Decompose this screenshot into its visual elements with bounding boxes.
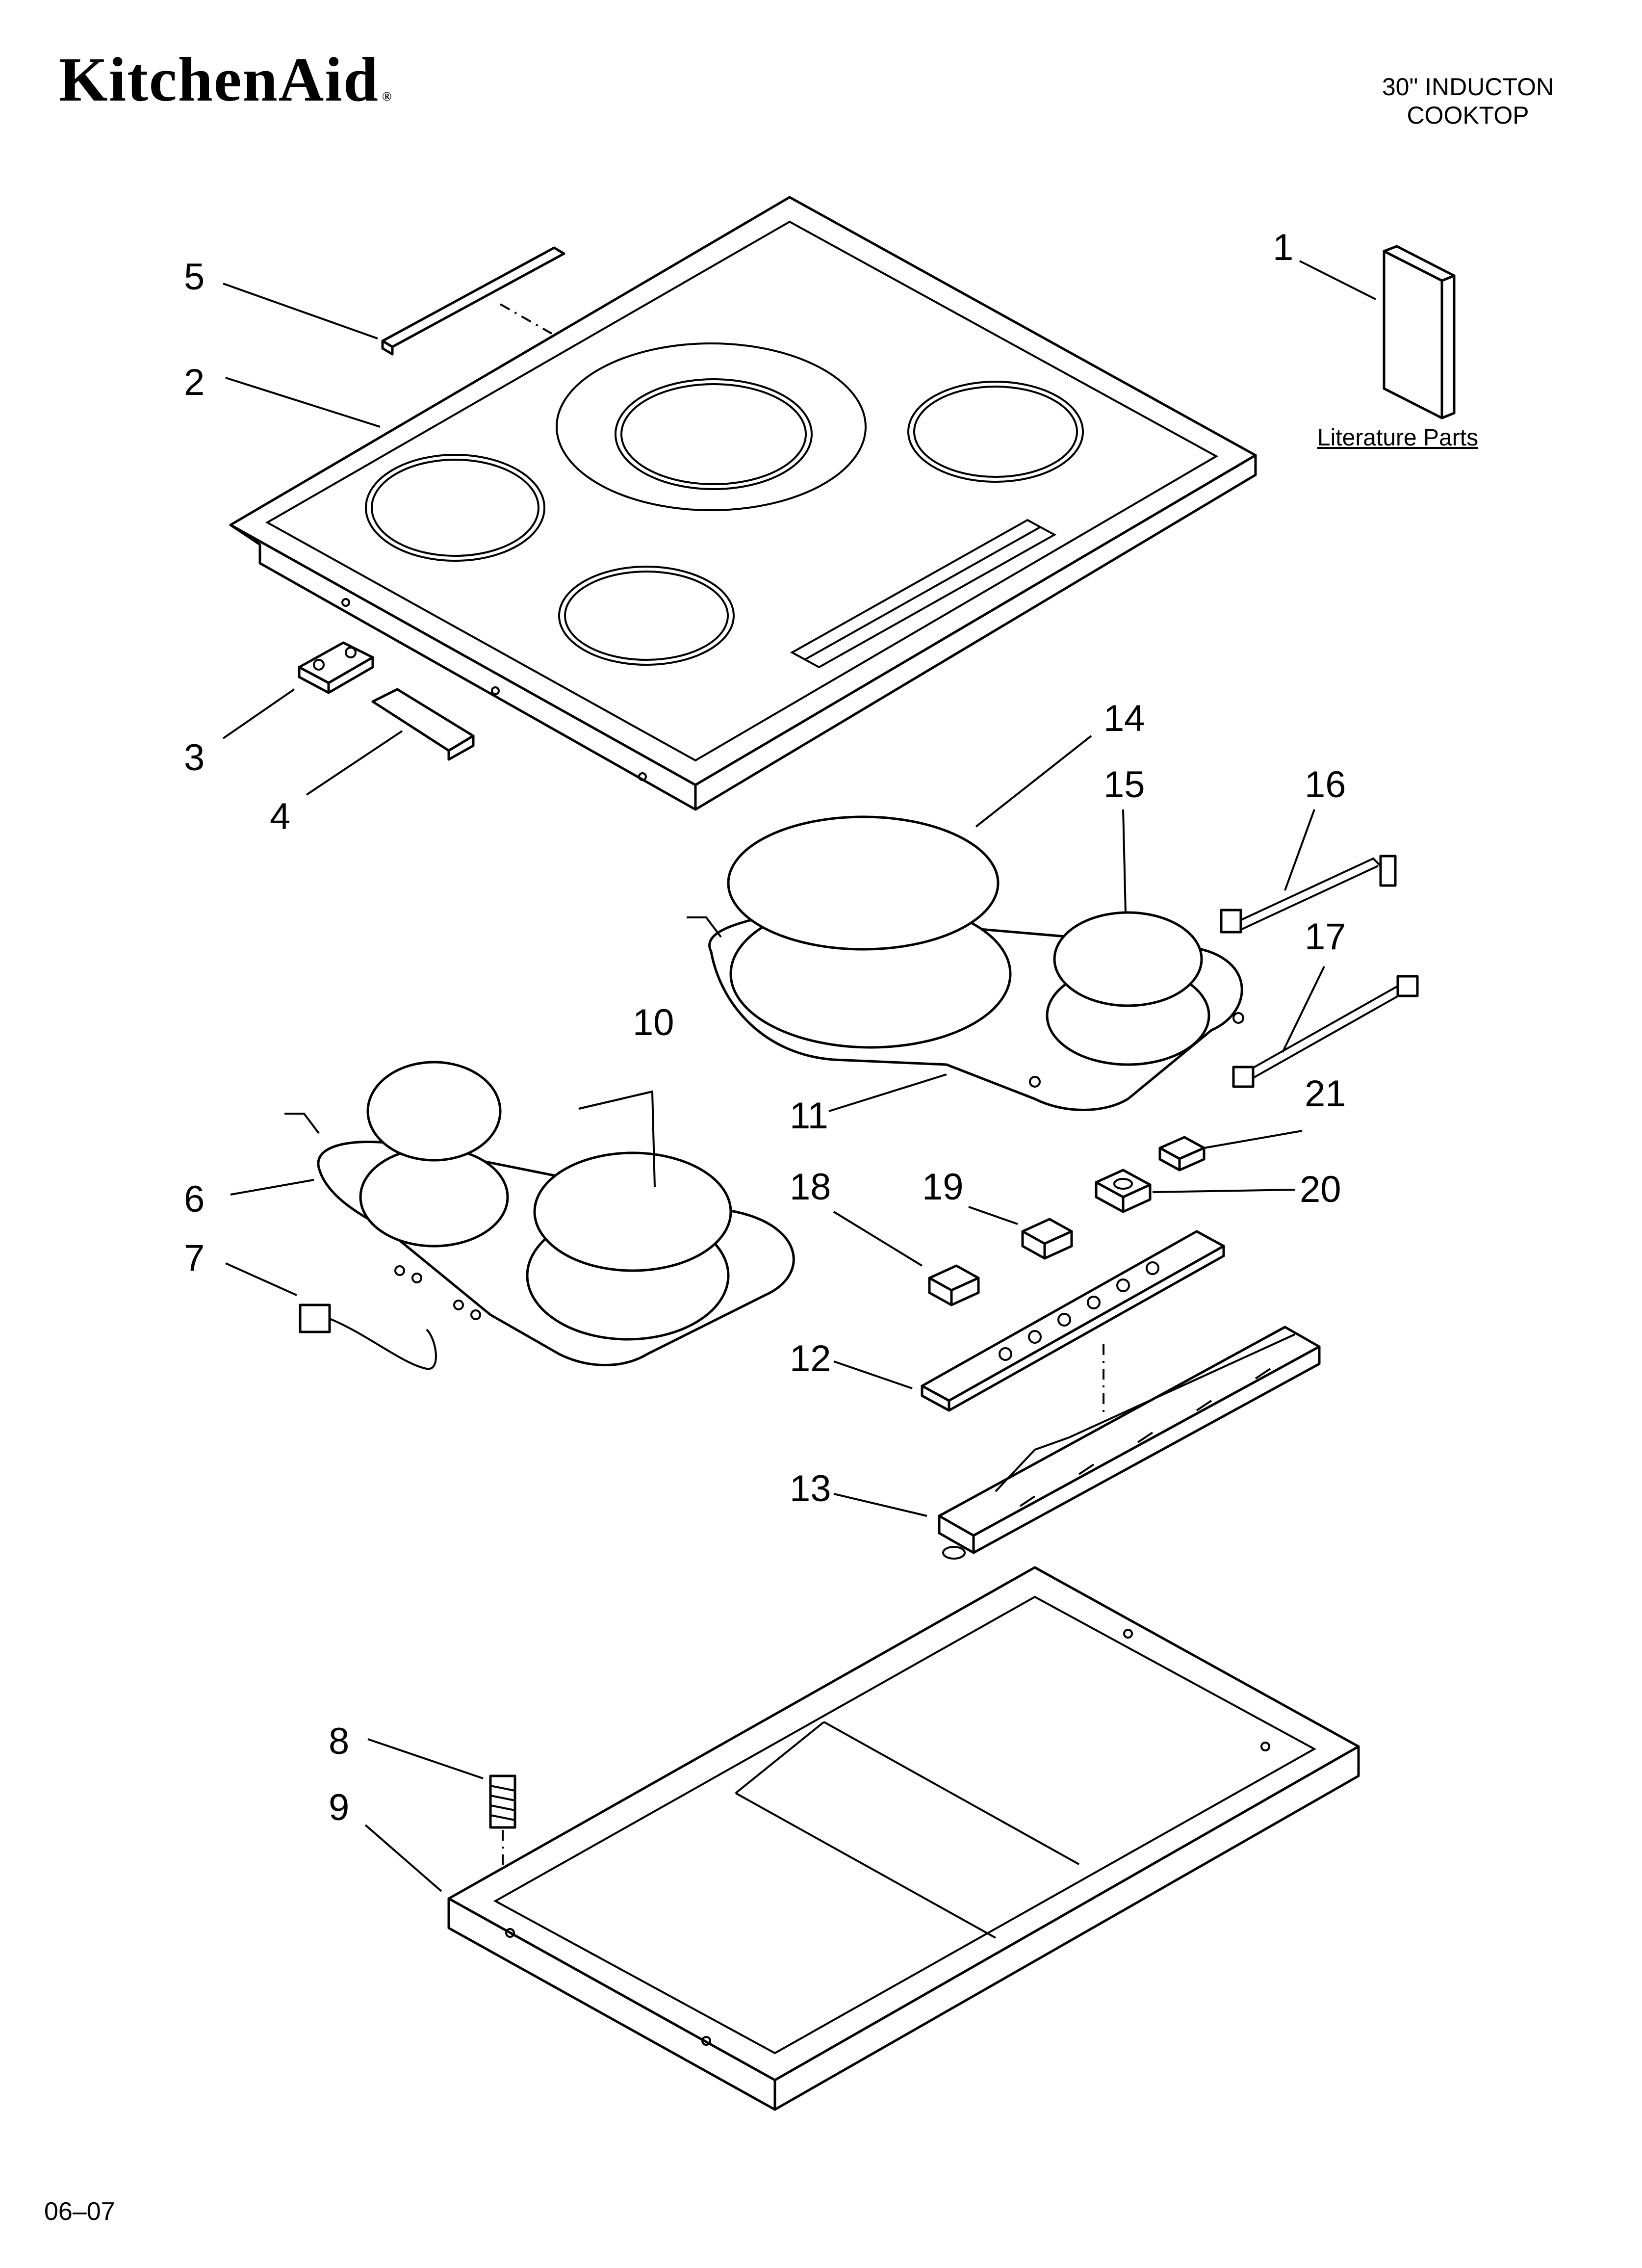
callout-numbers: 1 2 3 4 5 6 7 8 9 10 11 12 13 14 15 16 1… (184, 227, 1346, 1828)
callout-7: 7 (184, 1237, 205, 1279)
callout-20: 20 (1300, 1169, 1341, 1210)
spacer-20 (1095, 1169, 1152, 1213)
callout-8: 8 (329, 1721, 349, 1762)
callout-10: 10 (633, 1002, 674, 1043)
control-knob-18 (928, 1264, 980, 1306)
callout-17: 17 (1305, 916, 1346, 958)
thermal-sensor (299, 1303, 437, 1370)
callout-11: 11 (790, 1095, 828, 1137)
terminal-bracket (298, 641, 374, 694)
title-line-2: COOKTOP (1407, 102, 1529, 129)
switch-19 (1021, 1218, 1073, 1260)
callout-18: 18 (790, 1166, 831, 1208)
date-code: 06–07 (44, 2197, 115, 2226)
brand-logo: KitchenAid® (59, 48, 392, 111)
spacer-21 (1158, 1136, 1206, 1172)
control-board (921, 1230, 1225, 1413)
base-pan (447, 1566, 1360, 2111)
front-element-assembly (284, 1061, 795, 1366)
callout-5: 5 (184, 256, 205, 298)
callout-21: 21 (1305, 1073, 1346, 1115)
callout-14: 14 (1103, 698, 1145, 739)
registered-mark: ® (382, 89, 393, 104)
literature-booklet (1383, 245, 1456, 419)
callout-3: 3 (184, 737, 205, 779)
callout-1: 1 (1273, 227, 1293, 268)
rear-element-assembly (687, 815, 1244, 1111)
callout-2: 2 (184, 362, 205, 403)
callout-19: 19 (922, 1166, 964, 1208)
wire-harness-16 (1220, 855, 1397, 934)
callout-6: 6 (184, 1178, 205, 1220)
diagram-title: 30" INDUCTON COOKTOP (1340, 73, 1595, 130)
callout-4: 4 (270, 796, 290, 837)
rating-label (371, 688, 475, 761)
callout-13: 13 (790, 1468, 831, 1510)
trim-strip (381, 246, 565, 356)
title-line-1: 30" INDUCTON (1382, 73, 1554, 101)
literature-parts-label: Literature Parts (1317, 425, 1479, 451)
callout-12: 12 (790, 1338, 831, 1380)
glass-cooktop (229, 196, 1257, 811)
board-housing (938, 1326, 1321, 1560)
wire-harness-17 (1232, 975, 1419, 1088)
callout-9: 9 (329, 1787, 349, 1828)
callout-16: 16 (1305, 764, 1346, 806)
callout-15: 15 (1103, 764, 1145, 806)
brand-name: KitchenAid (59, 45, 379, 114)
leader-lines (222, 260, 1376, 1892)
